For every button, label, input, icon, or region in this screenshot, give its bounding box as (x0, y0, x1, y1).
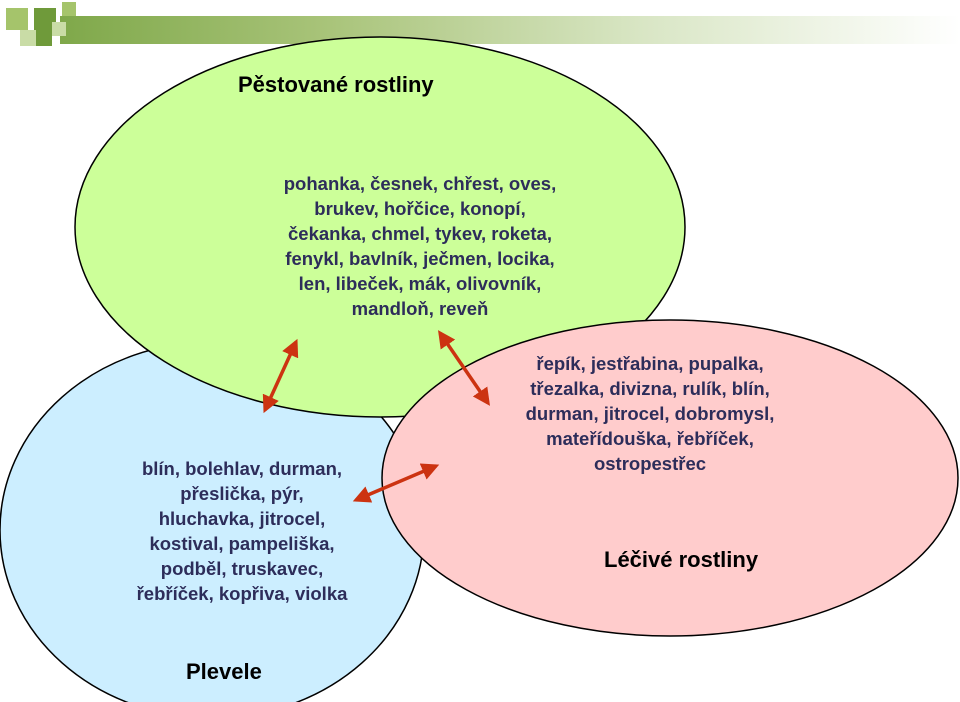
cultivated-plant-list: pohanka, česnek, chřest, oves, brukev, h… (283, 173, 557, 319)
cultivated-title: Pěstované rostliny (238, 72, 434, 97)
weeds-title: Plevele (186, 659, 262, 684)
header-gradient-bar (60, 16, 960, 44)
medicinal-title: Léčivé rostliny (604, 547, 759, 572)
header-square-6 (52, 22, 66, 36)
arrow-cultivated-medicinal (438, 330, 490, 406)
arrow-weeds-medicinal (352, 463, 440, 503)
header-square-5 (36, 30, 52, 46)
arrow-cultivated-weeds (262, 338, 299, 414)
medicinal-plant-list: řepík, jestřabina, pupalka, třezalka, di… (525, 353, 775, 474)
weeds-plant-list: blín, bolehlav, durman, přeslička, pýr, … (136, 458, 348, 604)
cultivated-ellipse (74, 36, 686, 418)
header-square-1 (6, 8, 28, 30)
header-square-4 (20, 30, 36, 46)
header-square-3 (62, 2, 76, 16)
header-square-2 (34, 8, 56, 30)
